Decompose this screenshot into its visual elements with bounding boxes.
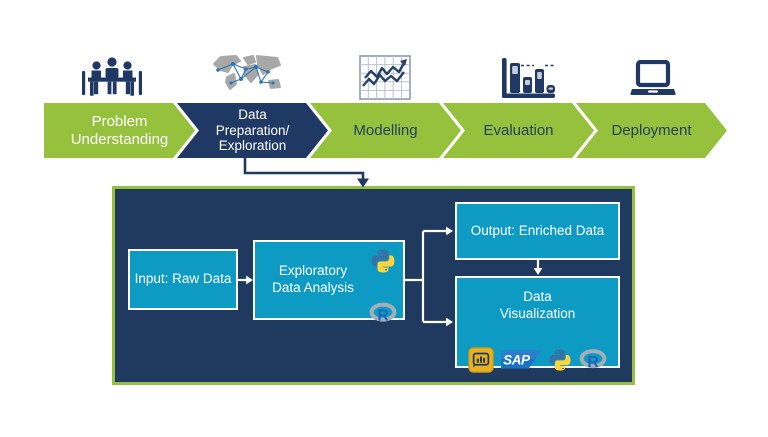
meeting-icon [80,56,144,107]
data-preparation-detail-panel: Input: Raw Data Exploratory Data Analysi… [112,186,635,385]
r-icon: R [579,332,607,375]
step-label: Problem Understanding [70,112,169,148]
eda-label: Exploratory Data Analysis [272,263,354,295]
line-chart-grid-icon [359,55,411,106]
svg-text:R: R [587,354,599,370]
step-label: Evaluation [483,121,554,139]
python-icon [370,231,396,279]
python-icon [548,331,572,377]
eda-tool-logos: R [368,242,398,325]
step-label: Deployment [611,121,692,139]
sap-icon: SAP [501,333,541,374]
svg-text:R: R [377,308,389,325]
visualization-tool-logos: SAP R [468,330,607,378]
step-evaluation: Evaluation [443,103,594,158]
input-raw-data-label: Input: Raw Data [134,271,232,287]
chevron-to-panel-connector [243,158,369,188]
r-icon: R [369,286,397,330]
output-enriched-data-box: Output: Enriched Data [455,202,620,260]
visualization-label: Data Visualization [499,289,576,321]
step-data-preparation-exploration: Data Preparation/ Exploration [177,103,328,158]
power-bi-icon [468,330,494,378]
laptop-icon [628,59,678,105]
bar-chart-evaluation-icon [499,57,557,106]
input-raw-data-box: Input: Raw Data [128,249,238,310]
step-problem-understanding: Problem Understanding [44,103,195,158]
world-map-network-icon [209,52,283,107]
step-modelling: Modelling [310,103,461,158]
step-label: Data Preparation/ Exploration [215,106,290,154]
step-deployment: Deployment [576,103,727,158]
svg-text:SAP: SAP [503,353,530,368]
exploratory-data-analysis-box: Exploratory Data Analysis R [253,240,405,325]
data-visualization-box: Data Visualization [455,276,620,373]
step-label: Modelling [353,121,418,139]
output-label: Output: Enriched Data [470,222,605,238]
